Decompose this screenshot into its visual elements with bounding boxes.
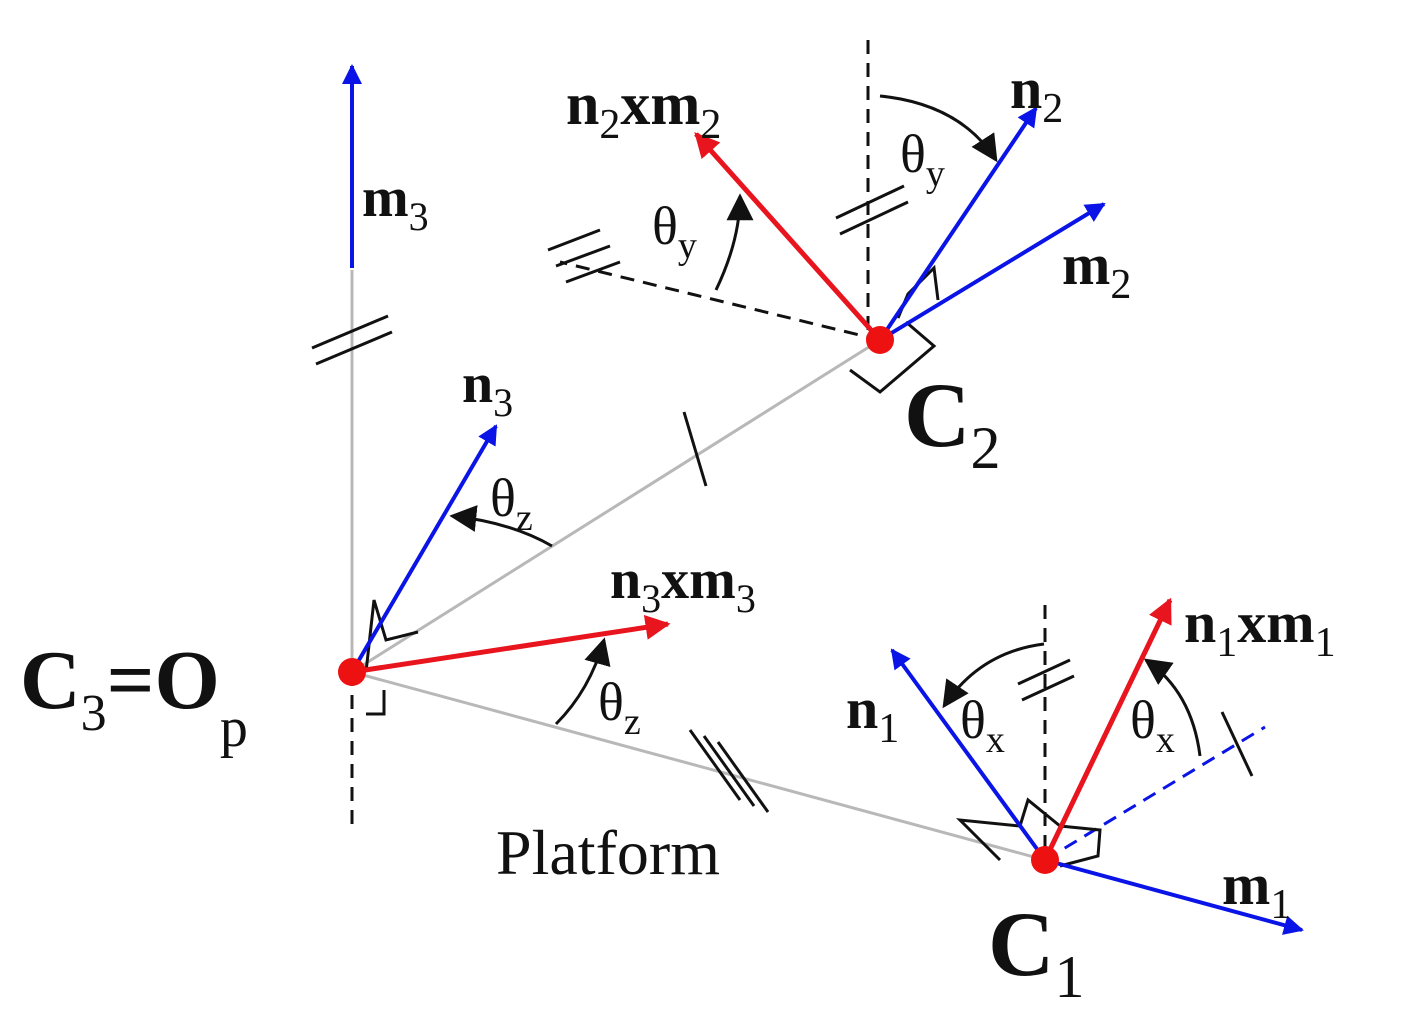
- label-theta-z-lower: θz: [598, 672, 641, 743]
- vector-n1xm1: [1042, 597, 1173, 862]
- label-n2: n2: [1010, 56, 1063, 132]
- theta-z-arc-n3xm3: [554, 637, 611, 726]
- c2-horizontal-dashed: [559, 260, 881, 342]
- label-c2: C2: [904, 364, 1000, 481]
- point-c1: [1031, 846, 1059, 874]
- label-n2xm2: n2xm2: [566, 71, 721, 148]
- vector-n2xm2: [694, 132, 882, 342]
- vector-n3: [350, 424, 498, 674]
- label-n3xm3: n3xm3: [610, 549, 756, 621]
- c1-blue-dashed: [1044, 725, 1266, 862]
- label-c1: C1: [988, 893, 1084, 1010]
- tick-marks: [311, 184, 1254, 813]
- vector-n2: [878, 106, 1038, 342]
- labels: C3=Op C2 C1 m3 n3 n3xm3 n2xm2 n2: [20, 56, 1336, 1010]
- blue-vectors: [342, 64, 1304, 935]
- label-m1: m1: [1222, 852, 1291, 928]
- edge-c3-c1: [351, 670, 1046, 862]
- label-theta-z-upper: θz: [490, 468, 533, 539]
- theta-z-arc-n3: [449, 505, 553, 548]
- theta-y-arc-n2xm2: [714, 193, 754, 291]
- points: [338, 326, 1059, 874]
- angle-arcs: [449, 94, 1202, 757]
- theta-x-arc-n1xm1: [1143, 658, 1202, 757]
- label-theta-y-right: θy: [900, 124, 945, 195]
- label-n1xm1: n1xm1: [1184, 590, 1336, 666]
- label-m3: m3: [362, 167, 429, 239]
- point-c2: [866, 326, 894, 354]
- label-theta-y-left: θy: [652, 196, 697, 267]
- label-m2: m2: [1062, 232, 1131, 308]
- label-n1: n1: [846, 676, 899, 752]
- vector-n3xm3: [351, 615, 671, 675]
- red-vectors: [351, 132, 1173, 862]
- label-c3-op: C3=Op: [20, 634, 248, 759]
- vector-n1: [890, 648, 1047, 862]
- edge-c3-c2: [351, 338, 881, 674]
- label-theta-x-right: θx: [1130, 690, 1175, 761]
- label-platform: Platform: [496, 817, 720, 888]
- theta-x-arc-n1: [942, 642, 1045, 709]
- vector-m1: [1044, 858, 1304, 935]
- vector-m2: [878, 202, 1106, 342]
- label-n3: n3: [462, 353, 513, 425]
- platform-edges: [350, 270, 1046, 862]
- theta-y-arc-n2: [879, 94, 998, 163]
- label-theta-x-left: θx: [960, 690, 1005, 761]
- point-c3: [338, 658, 366, 686]
- dashed-references: [350, 40, 1047, 860]
